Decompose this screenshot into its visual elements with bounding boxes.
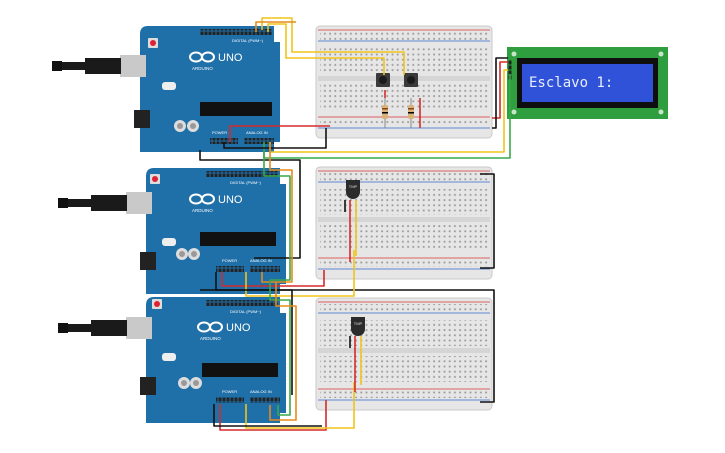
sensor-label: TMP	[349, 184, 358, 189]
wire-black	[480, 289, 495, 403]
wire-orange	[255, 21, 296, 32]
wire-green	[263, 150, 291, 281]
microcontroller-chip	[200, 102, 272, 116]
uno-label: UNO	[218, 52, 243, 64]
power-header	[216, 266, 244, 272]
uno-label: UNO	[226, 322, 251, 334]
digital-label: DIGITAL (PWM~)	[230, 180, 262, 185]
digital-label: DIGITAL (PWM~)	[232, 38, 264, 43]
wire-black	[480, 173, 495, 269]
wires	[199, 17, 511, 431]
wire-black	[199, 150, 301, 259]
digital-header	[206, 300, 278, 306]
wire-yellow	[267, 23, 385, 75]
arduino-board-master[interactable]: DIGITAL (PWM~) UNO ARDUINO POWER ANALOG …	[52, 26, 280, 152]
wire-black	[200, 289, 293, 395]
power-jack	[140, 377, 156, 395]
temperature-sensor-1[interactable]: TMP	[346, 180, 360, 199]
analog-header	[244, 138, 274, 144]
wire-black	[213, 404, 322, 427]
wire-yellow	[245, 382, 355, 429]
power-label: POWER	[212, 130, 227, 135]
arduino-logo	[197, 321, 223, 333]
analog-label: ANALOG IN	[250, 258, 272, 263]
wire-yellow	[261, 17, 405, 75]
arduino-board-slave1[interactable]: DIGITAL (PWM~) UNO ARDUINO POWER ANALOG …	[58, 168, 286, 294]
uno-label: UNO	[218, 194, 243, 206]
resistor-1[interactable]	[382, 98, 388, 128]
wire-red	[221, 270, 325, 287]
wire-black	[492, 57, 508, 129]
digital-header	[200, 29, 272, 35]
power-label: POWER	[222, 389, 237, 394]
wire-red	[229, 125, 330, 142]
lcd-display[interactable]: Esclavo 1:	[507, 47, 668, 119]
wire-green	[269, 280, 291, 416]
power-header	[216, 397, 244, 403]
power-label: POWER	[222, 258, 237, 263]
resistor-2[interactable]	[408, 98, 414, 128]
arduino-board-slave2[interactable]: DIGITAL (PWM~) UNO ARDUINO POWER ANALOG …	[58, 297, 286, 423]
brand-label: ARDUINO	[200, 336, 221, 341]
power-jack	[140, 252, 156, 270]
lcd-text: Esclavo 1:	[529, 75, 613, 91]
brand-label: ARDUINO	[192, 208, 213, 213]
microcontroller-chip	[200, 232, 276, 246]
push-button-2[interactable]	[404, 73, 418, 87]
analog-header	[250, 266, 280, 272]
wire-red	[219, 400, 327, 431]
wire-orange	[261, 144, 293, 283]
microcontroller-chip	[202, 363, 278, 377]
brand-label: ARDUINO	[192, 66, 213, 71]
sensor-label: TMP	[354, 321, 363, 326]
digital-header	[206, 171, 278, 177]
analog-label: ANALOG IN	[246, 130, 268, 135]
wire-black	[223, 128, 327, 149]
breadboard-middle[interactable]	[315, 166, 493, 280]
arduino-logo	[189, 51, 215, 63]
digital-label: DIGITAL (PWM~)	[230, 309, 262, 314]
usb-cable	[58, 317, 152, 339]
push-button-1[interactable]	[376, 73, 390, 87]
wire-yellow	[245, 250, 355, 297]
breadboard-bottom[interactable]	[315, 297, 493, 411]
arduino-logo	[189, 193, 215, 205]
power-header	[210, 138, 238, 144]
temperature-sensor-2[interactable]: TMP	[351, 317, 365, 336]
analog-label: ANALOG IN	[250, 389, 272, 394]
wire-orange	[269, 282, 297, 421]
power-jack	[134, 110, 150, 128]
analog-header	[250, 397, 280, 403]
usb-cable	[58, 192, 152, 214]
usb-cable	[52, 55, 146, 77]
